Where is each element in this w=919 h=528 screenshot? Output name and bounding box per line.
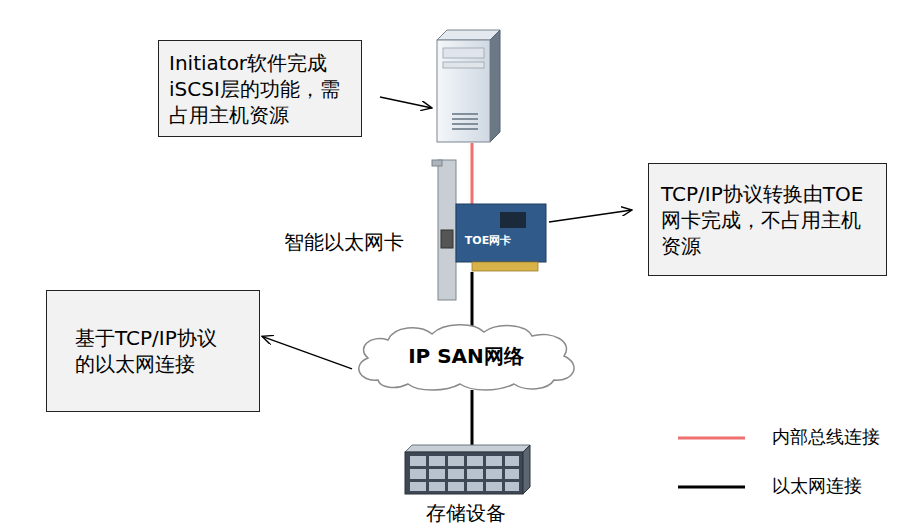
legend-text: 内部总线连接 [772, 425, 880, 449]
callout-box: Initiator软件完成 iSCSI层的功能，需占用主机资源 [158, 40, 362, 137]
node-text: Initiator软件完成 iSCSI层的功能，需占用主机资源 [169, 50, 351, 128]
connector-arrow [262, 336, 352, 369]
card-label: TOE网卡 [465, 233, 511, 248]
legend-line-sample [678, 486, 745, 489]
node-text-group: 基于TCP/IP协议的以太网连接 [75, 325, 231, 377]
legend-line-sample [678, 437, 745, 440]
server-icon [437, 30, 500, 142]
callout-box: TCP/IP协议转换由TOE网卡完成，不占用主机资源 [648, 163, 887, 276]
bus-line [471, 143, 474, 208]
storage-icon [405, 445, 530, 494]
network-cloud: IP SAN网络 [348, 320, 584, 392]
legend-text: 以太网连接 [772, 474, 862, 498]
node-text-group: TCP/IP协议转换由TOE网卡完成，不占用主机资源 [661, 181, 874, 259]
nic-card-icon [432, 160, 546, 300]
ethernet-line [471, 390, 474, 447]
node-text: TCP/IP协议转换由TOE网卡完成，不占用主机资源 [661, 181, 874, 259]
leader-line [380, 97, 432, 108]
part-label: 智能以太网卡 [284, 229, 404, 256]
callout-box: 基于TCP/IP协议的以太网连接 [46, 290, 260, 412]
node-text: 基于TCP/IP协议的以太网连接 [75, 325, 231, 377]
node-text: IP SAN网络 [408, 343, 524, 370]
part-label: 存储设备 [426, 500, 506, 527]
node-text-group: Initiator软件完成 iSCSI层的功能，需占用主机资源 [169, 50, 351, 128]
leader-line [549, 210, 632, 222]
node-text-group: IP SAN网络 [408, 343, 524, 370]
ethernet-line [471, 272, 474, 328]
